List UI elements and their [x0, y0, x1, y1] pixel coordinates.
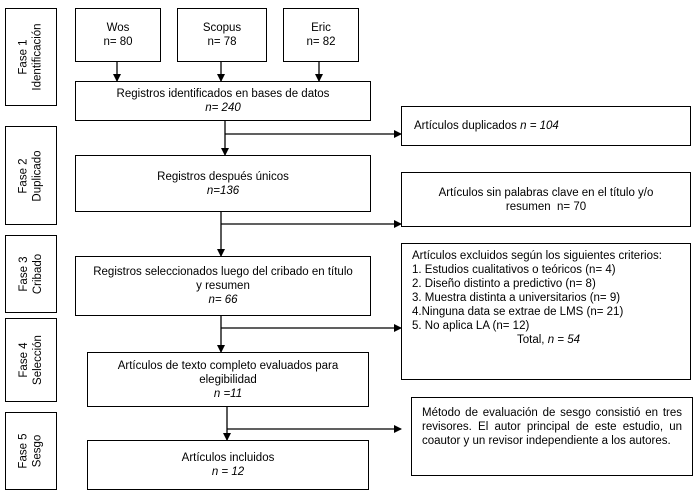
excluded-item: 3. Muestra distinta a universitarios (n=… — [412, 292, 621, 304]
excluded-header: Artículos excluidos según los siguientes… — [412, 250, 662, 262]
identified-box: Registros identificados en bases de dato… — [75, 81, 371, 121]
included-box: Artículos incluidos n = 12 — [87, 440, 369, 490]
excluded-item: 5. No aplica LA (n= 12) — [412, 320, 530, 332]
duplicates-box: Artículos duplicados n = 104 — [401, 106, 691, 146]
screened-box: Registros seleccionados luego del cribad… — [75, 256, 371, 316]
excluded-item: 2. Diseño distinto a predictivo (n= 8) — [412, 278, 596, 290]
unique-box: Registros después únicos n=136 — [75, 155, 371, 212]
excluded-box: Artículos excluidos según los siguientes… — [401, 243, 691, 380]
bias-box: Método de evaluación de sesgo consistió … — [411, 397, 693, 476]
excluded-item: 1. Estudios cualitativos o teóricos (n= … — [412, 264, 616, 276]
fulltext-box: Artículos de texto completo evaluados pa… — [87, 352, 369, 407]
excluded-total: Total, n = 54 — [517, 334, 580, 346]
nokeywords-box: Artículos sin palabras clave en el títul… — [401, 172, 691, 227]
excluded-item: 4.Ninguna data se extrae de LMS (n= 21) — [412, 306, 624, 318]
